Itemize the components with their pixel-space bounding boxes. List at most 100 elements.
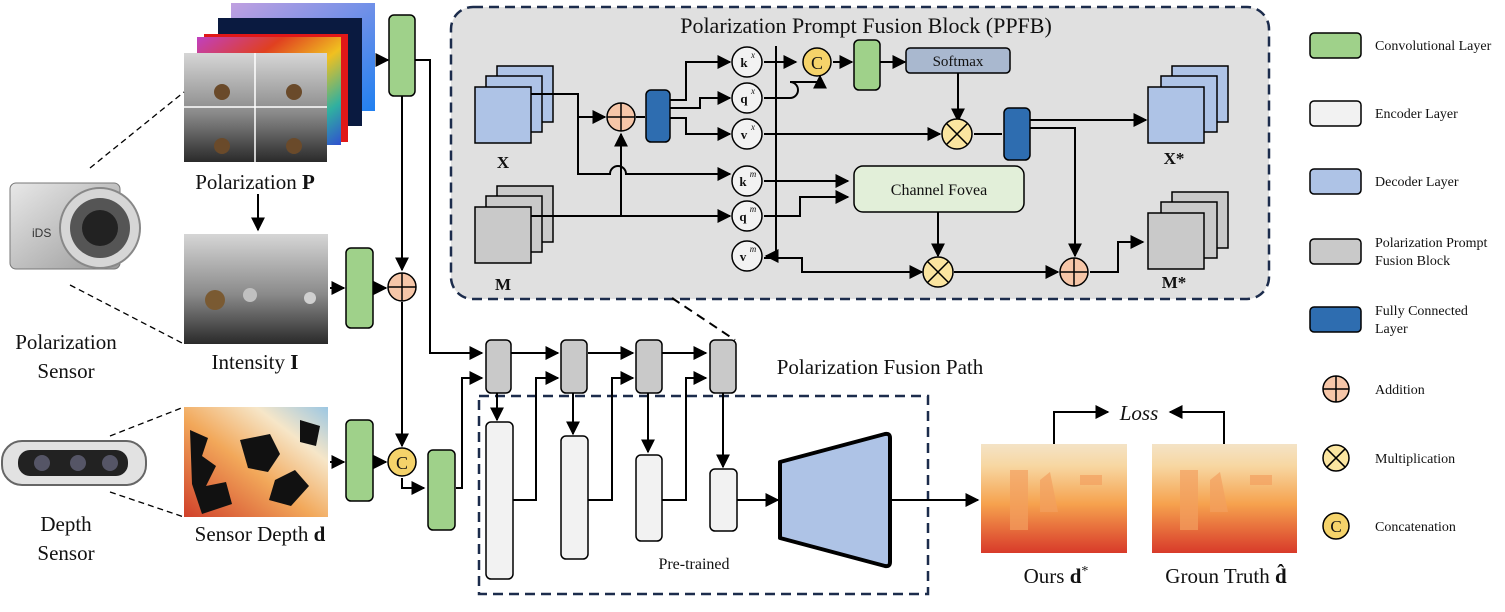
output-m-stack — [1147, 191, 1229, 270]
polarization-camera-icon: iDS — [9, 182, 141, 270]
polarization-label: Polarization P — [195, 170, 315, 194]
svg-text:x: x — [750, 122, 755, 132]
legend-item: Addition — [1322, 375, 1425, 403]
left-connections — [251, 53, 484, 495]
legend-label: Multiplication — [1375, 452, 1455, 467]
ground-truth-label: Groun Truth d̂ — [1165, 563, 1287, 588]
legend-swatch — [1309, 100, 1362, 127]
km-node: k m — [731, 165, 763, 197]
svg-text:q: q — [740, 91, 748, 106]
input-x-stack — [474, 65, 554, 144]
legend-swatch — [1309, 238, 1362, 265]
svg-text:C: C — [811, 53, 823, 73]
encoder-layer-4 — [709, 468, 738, 532]
svg-text:C: C — [396, 453, 408, 473]
loss-label: Loss — [1119, 401, 1159, 425]
legend-label: Concatenation — [1375, 520, 1456, 535]
legend-swatch — [1309, 306, 1362, 333]
pretrained-box — [477, 394, 930, 596]
legend-label: Fusion Block — [1375, 254, 1450, 269]
ppfb-fc-layer-2 — [1003, 107, 1031, 161]
ppfb-block-3 — [635, 339, 663, 394]
depth-concat-node: C — [387, 447, 417, 477]
sensor-depth-label: Sensor Depth d — [195, 522, 326, 546]
zoom-line-left — [671, 297, 736, 341]
input-m-label: M — [495, 275, 511, 294]
conv-layer-fused — [427, 449, 456, 531]
ppfb-panel — [449, 5, 1271, 301]
ppfb-mult-node-2 — [922, 256, 954, 288]
ppfb-fc-layer-1 — [645, 89, 671, 143]
legend-item: Encoder Layer — [1309, 100, 1458, 127]
legend-label: Convolutional Layer — [1375, 39, 1492, 54]
svg-text:v: v — [741, 127, 748, 142]
qm-node: q m — [731, 200, 763, 232]
ppfb-block-4 — [709, 339, 737, 394]
intensity-image — [184, 234, 328, 344]
ppfb-title: Polarization Prompt Fusion Block (PPFB) — [680, 13, 1052, 38]
ppfb-addition-node-2 — [1059, 257, 1089, 287]
decoder-trapezoid — [778, 431, 892, 569]
conv-layer-depth — [345, 419, 374, 502]
legend-item: Multiplication — [1322, 444, 1455, 472]
conv-layer-intensity — [345, 247, 374, 329]
legend-label: Encoder Layer — [1375, 107, 1458, 122]
concatenation-icon — [1322, 512, 1350, 540]
legend-item: Decoder Layer — [1309, 168, 1459, 195]
camera-dashed-line-top — [89, 91, 185, 169]
output-x-stack — [1147, 65, 1229, 144]
legend-label: Fully Connected — [1375, 304, 1468, 319]
output-m-label: M* — [1162, 273, 1187, 292]
qx-node: q x — [731, 82, 763, 114]
legend-label: Polarization Prompt — [1375, 236, 1487, 251]
kx-node: k x — [731, 46, 763, 78]
fusion-path-label: Polarization Fusion Path — [777, 355, 984, 379]
depth-camera-icon — [1, 440, 147, 486]
ppfb-concat-node: C — [802, 47, 832, 77]
legend-item: C Concatenation — [1322, 512, 1456, 540]
polarization-sensor-label-1: Polarization — [15, 330, 117, 354]
svg-text:k: k — [740, 55, 748, 70]
softmax-label: Softmax — [933, 54, 984, 70]
depth-dashed-line-top — [109, 406, 185, 437]
ours-label: Ours d* — [1024, 564, 1089, 588]
depth-sensor-label-2: Sensor — [37, 541, 94, 565]
sensor-depth-image — [184, 407, 328, 517]
softmax-box — [905, 47, 1011, 74]
depth-dashed-line-bottom — [109, 491, 185, 518]
svg-text:q: q — [739, 209, 747, 224]
zoom-line-right — [735, 298, 1080, 340]
encoder-layer-2 — [560, 435, 589, 560]
svg-text:m: m — [750, 204, 757, 214]
polarization-image-stack — [184, 3, 375, 162]
camera-dashed-line-bottom — [69, 284, 185, 345]
input-m-stack — [474, 185, 554, 264]
encoder-layer-1 — [485, 421, 514, 580]
legend-item: Convolutional Layer — [1309, 32, 1492, 59]
svg-text:m: m — [750, 244, 757, 254]
conv-layer-polarization — [388, 14, 416, 97]
svg-text:k: k — [739, 174, 747, 189]
ppfb-block-2 — [560, 339, 588, 394]
ppfb-block-1 — [485, 339, 512, 394]
ppfb-mult-node-1 — [941, 118, 973, 150]
legend-swatch — [1309, 168, 1362, 195]
legend-label: Layer — [1375, 322, 1408, 337]
channel-fovea-label: Channel Fovea — [891, 182, 987, 199]
legend-concat-symbol: C — [1330, 517, 1341, 536]
legend-label: Decoder Layer — [1375, 175, 1459, 190]
polarization-sensor-label-2: Sensor — [37, 359, 94, 383]
input-x-label: X — [497, 153, 510, 172]
output-x-label: X* — [1164, 149, 1185, 168]
legend-label: Addition — [1375, 383, 1425, 398]
intensity-label: Intensity I — [212, 350, 299, 374]
fusion-connections — [490, 346, 1225, 507]
svg-text:m: m — [750, 169, 757, 179]
ppfb-conv-layer — [853, 39, 881, 91]
vx-node: v x — [731, 118, 763, 150]
